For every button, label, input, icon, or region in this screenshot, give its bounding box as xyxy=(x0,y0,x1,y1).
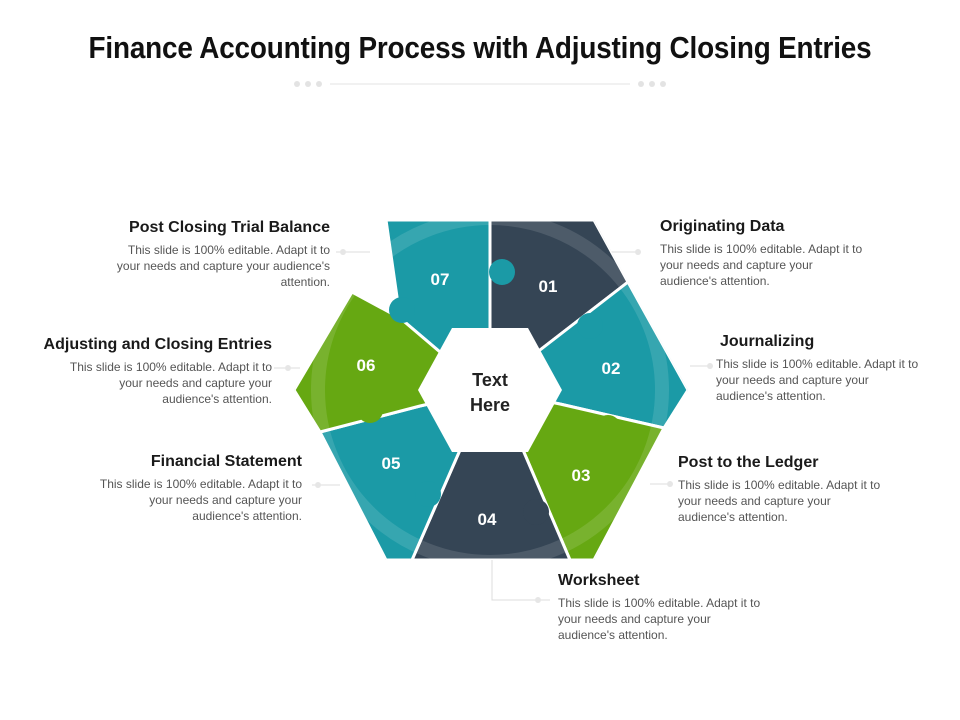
step-07-block: Post Closing Trial Balance This slide is… xyxy=(110,219,330,290)
step-heading: Originating Data xyxy=(660,218,785,235)
step-description: This slide is 100% editable. Adapt it to… xyxy=(99,477,302,523)
puzzle-knob xyxy=(357,397,383,423)
center-text-line2: Here xyxy=(470,395,510,415)
puzzle-knob xyxy=(523,499,549,525)
step-heading: Post Closing Trial Balance xyxy=(129,219,330,236)
puzzle-knob xyxy=(595,415,621,441)
piece-number-02: 02 xyxy=(602,359,621,378)
step-description: This slide is 100% editable. Adapt it to… xyxy=(116,243,330,289)
piece-number-05: 05 xyxy=(382,454,401,473)
puzzle-knob xyxy=(489,259,515,285)
step-description: This slide is 100% editable. Adapt it to… xyxy=(558,596,761,642)
piece-number-03: 03 xyxy=(572,466,591,485)
step-heading: Financial Statement xyxy=(150,453,302,470)
page-title: Finance Accounting Process with Adjustin… xyxy=(88,30,872,65)
step-description: This slide is 100% editable. Adapt it to… xyxy=(69,360,272,406)
step-03-block: Post to the Ledger This slide is 100% ed… xyxy=(678,454,888,525)
step-heading: Worksheet xyxy=(558,572,640,589)
step-02-block: Journalizing This slide is 100% editable… xyxy=(716,333,926,404)
piece-number-06: 06 xyxy=(357,356,376,375)
step-06-block: Adjusting and Closing Entries This slide… xyxy=(32,336,272,407)
step-description: This slide is 100% editable. Adapt it to… xyxy=(716,357,919,403)
step-heading: Adjusting and Closing Entries xyxy=(43,336,272,353)
puzzle-knob xyxy=(415,481,441,507)
step-heading: Journalizing xyxy=(720,333,815,350)
step-05-block: Financial Statement This slide is 100% e… xyxy=(92,453,302,524)
step-description: This slide is 100% editable. Adapt it to… xyxy=(660,242,863,288)
step-01-block: Originating Data This slide is 100% edit… xyxy=(660,218,870,289)
center-text-line1: Text xyxy=(472,370,508,390)
step-04-block: Worksheet This slide is 100% editable. A… xyxy=(558,572,768,643)
piece-number-07: 07 xyxy=(431,270,450,289)
step-heading: Post to the Ledger xyxy=(678,454,819,471)
center-hexagon xyxy=(418,328,562,452)
piece-number-01: 01 xyxy=(539,277,558,296)
step-description: This slide is 100% editable. Adapt it to… xyxy=(678,478,881,524)
piece-number-04: 04 xyxy=(478,510,497,529)
puzzle-knob xyxy=(389,297,415,323)
puzzle-knob xyxy=(577,313,603,339)
